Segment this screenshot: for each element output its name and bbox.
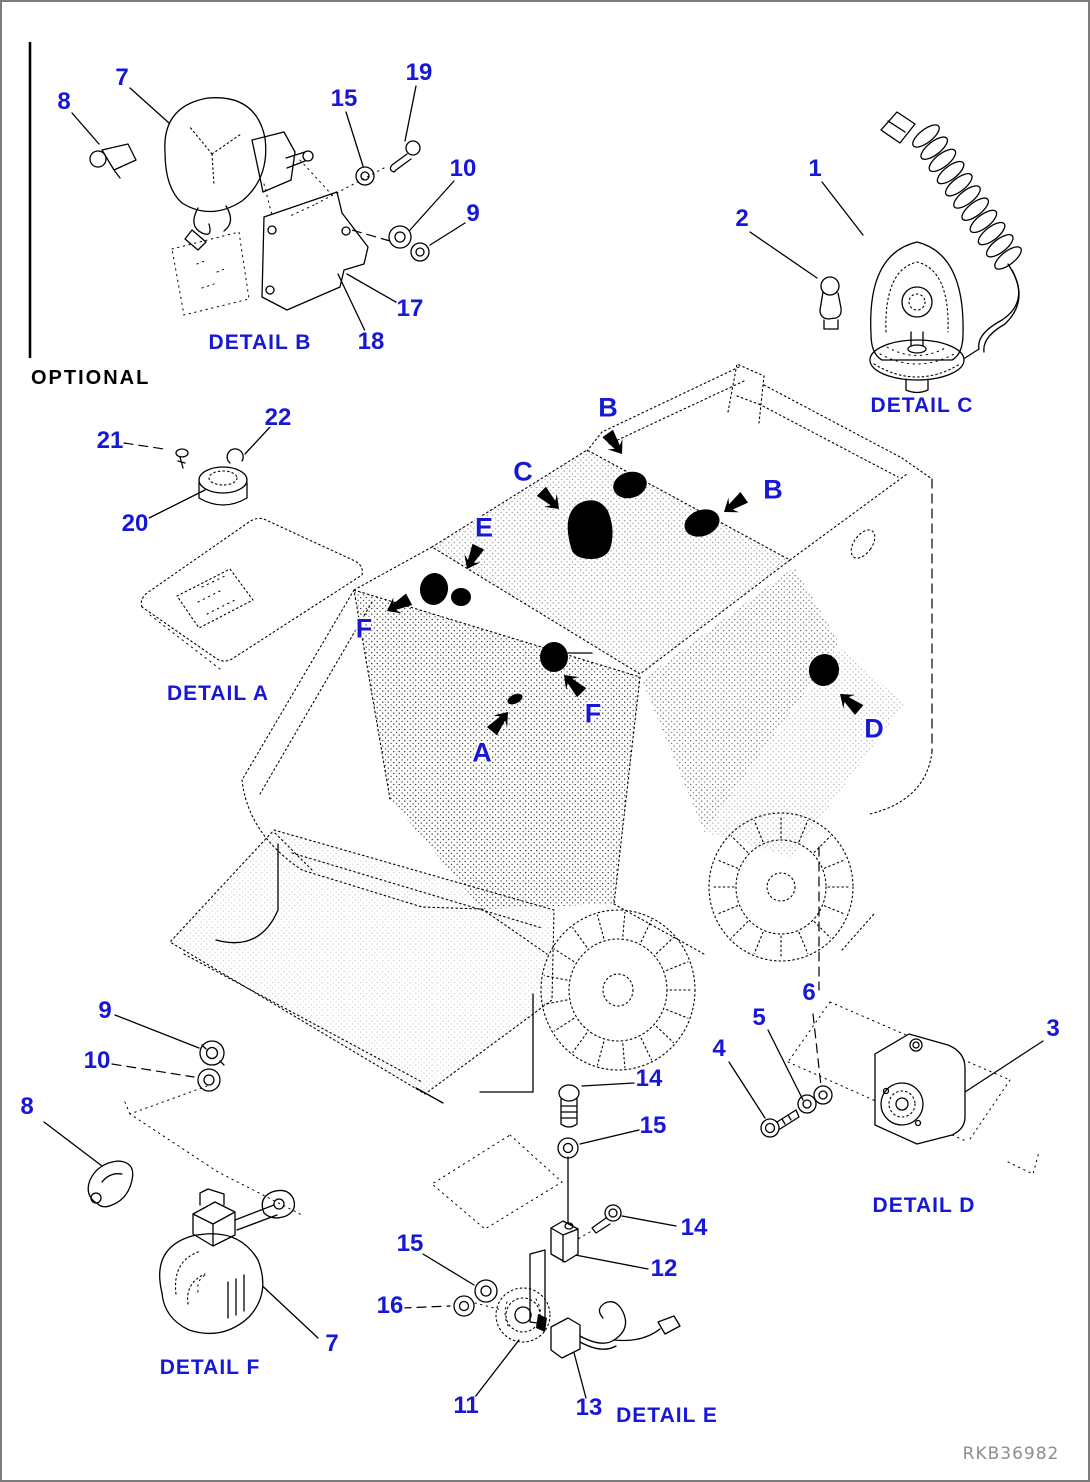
screw-19 [389,140,421,173]
detail-a-drawing [123,426,363,670]
disc-horn-11 [495,1249,551,1343]
washer-6 [813,1085,833,1105]
washer-10 [388,225,412,249]
optional-label: OPTIONAL [31,367,151,389]
watermark-code: RKB36982 [962,1444,1060,1464]
front-wheel [540,909,696,1071]
location-markers [382,428,865,737]
dome-lamp-20 [198,466,248,506]
lamp-clamp-8 [89,143,137,179]
beacon-bulb-2 [819,276,842,330]
rear-wheel [708,812,854,962]
bracket-12 [550,1220,579,1263]
nut-15 [355,166,375,186]
washer-10 [197,1068,221,1092]
arrow-b-top [600,428,630,460]
horn-7 [159,1188,296,1335]
wiring-harness-13 [550,1301,681,1359]
bolt-14-side [575,1204,622,1241]
washer-15-lower [474,1279,498,1303]
screw-21 [175,448,189,469]
clamp-8 [87,1160,134,1208]
bucket-drawing [169,829,555,1104]
washer-5 [797,1094,817,1114]
washer-22 [226,448,244,464]
coiled-cable [880,111,1022,359]
alarm-3 [874,1033,966,1145]
bolt-4 [760,1109,800,1138]
nut-16 [453,1295,475,1317]
beacon-lamp-1 [869,241,965,394]
bolt-14 [558,1084,580,1128]
work-lamp [164,97,314,251]
machine-line-drawing [169,363,933,1104]
detail-e-drawing [401,1082,681,1399]
detail-c-drawing [749,111,1022,394]
detail-d-drawing [728,1001,1044,1175]
detail-b-drawing [71,85,466,334]
flanged-nut-9 [199,1040,225,1066]
arrow-b-right [718,490,750,520]
nut-9 [410,242,430,262]
lamp-bracket [261,191,369,311]
detail-f-drawing [43,1014,319,1339]
washer-15 [557,1137,579,1159]
